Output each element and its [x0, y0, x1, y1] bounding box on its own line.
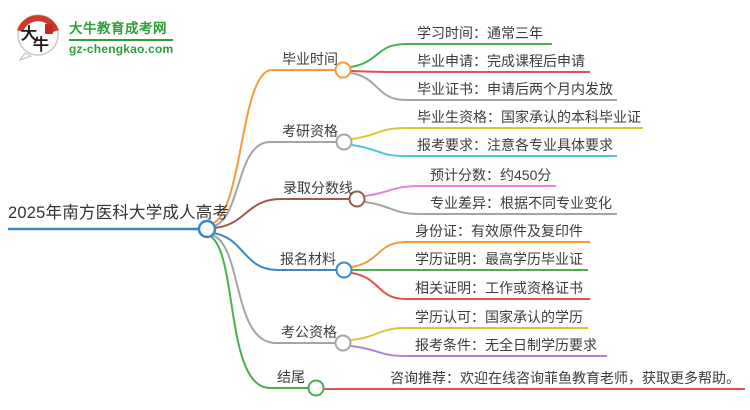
node-circle-biye-shijian[interactable] — [334, 61, 352, 79]
branch-label-kaoyan-zige: 考研资格 — [282, 123, 338, 139]
child-line-biye-zhengshu — [350, 72, 617, 101]
branch-line-luqu-fenshuxian — [212, 198, 349, 229]
svg-text:大: 大 — [21, 24, 37, 43]
child-line-biyesheng-zige — [351, 127, 643, 140]
branch-line-baoming-cailiao — [212, 232, 336, 271]
node-circle-jiewei[interactable] — [307, 379, 325, 397]
branch-label-luqu-fenshuxian: 录取分数线 — [283, 180, 353, 196]
branch-label-kaogong-zige: 考公资格 — [281, 324, 337, 340]
branch-line-biye-shijian — [210, 69, 335, 225]
child-label-biyesheng-zige: 毕业生资格：国家承认的本科毕业证 — [417, 109, 641, 125]
svg-text:牛: 牛 — [33, 35, 49, 54]
child-label-baokao-tiaojian: 报考条件：无全日制学历要求 — [415, 337, 597, 353]
root-node-label: 2025年南方医科大学成人高考 — [8, 204, 230, 222]
child-line-yuji-fenshu — [364, 185, 556, 197]
child-label-zixun-tuijian: 咨询推荐：欢迎在线咨询菲鱼教育老师，获取更多帮助。 — [390, 370, 740, 386]
child-line-biye-shenqing — [350, 70, 590, 73]
child-line-zhuanye-chayi — [364, 201, 617, 215]
child-label-zhuanye-chayi: 专业差异：根据不同专业变化 — [430, 195, 612, 211]
node-circle-kaogong-zige[interactable] — [334, 334, 352, 352]
child-label-xuexi-shijian: 学习时间：通常三年 — [417, 25, 543, 41]
node-circle-kaoyan-zige[interactable] — [335, 133, 353, 151]
child-label-baokao-yaoqiu: 报考要求：注意各专业具体要求 — [417, 137, 613, 153]
child-label-shenfenzheng: 身份证：有效原件及复印件 — [415, 223, 583, 239]
child-line-xuexi-shijian — [350, 43, 552, 68]
child-line-shenfenzheng — [351, 241, 590, 268]
child-line-xueli-renke — [350, 327, 588, 341]
branch-line-kaogong-zige — [211, 234, 335, 344]
node-circle-baoming-cailiao[interactable] — [335, 261, 353, 279]
child-label-xueli-zhengming: 学历证明：最高学历毕业证 — [415, 251, 583, 267]
site-name: 大牛教育成考网 — [69, 20, 167, 36]
child-label-xueli-renke: 学历认可：国家承认的学历 — [415, 309, 583, 325]
child-label-biye-shenqing: 毕业申请：完成课程后申请 — [417, 53, 585, 69]
bull-logo-icon: 大 牛 — [17, 14, 59, 61]
branch-line-jiewei — [209, 235, 308, 389]
branch-label-baoming-cailiao: 报名材料 — [280, 251, 336, 267]
node-circle-luqu-fenshuxian[interactable] — [348, 190, 366, 208]
branch-line-kaoyan-zige — [210, 141, 336, 228]
site-logo: 大 牛 大牛教育成考网 gz-chengkao.com — [14, 11, 174, 61]
child-line-baokao-yaoqiu — [351, 144, 617, 157]
child-label-biye-zhengshu: 毕业证书：申请后两个月内发放 — [417, 81, 613, 97]
site-url: gz-chengkao.com — [69, 38, 174, 56]
branch-label-biye-shijian: 毕业时间 — [282, 51, 338, 67]
child-label-yuji-fenshu: 预计分数：约450分 — [430, 167, 552, 183]
root-node-circle[interactable] — [197, 219, 217, 239]
branch-label-jiewei: 结尾 — [277, 369, 305, 385]
child-line-baokao-tiaojian — [350, 345, 607, 357]
child-line-xiangguan-zhengming — [351, 272, 590, 300]
child-label-xiangguan-zhengming: 相关证明：工作或资格证书 — [415, 280, 583, 296]
